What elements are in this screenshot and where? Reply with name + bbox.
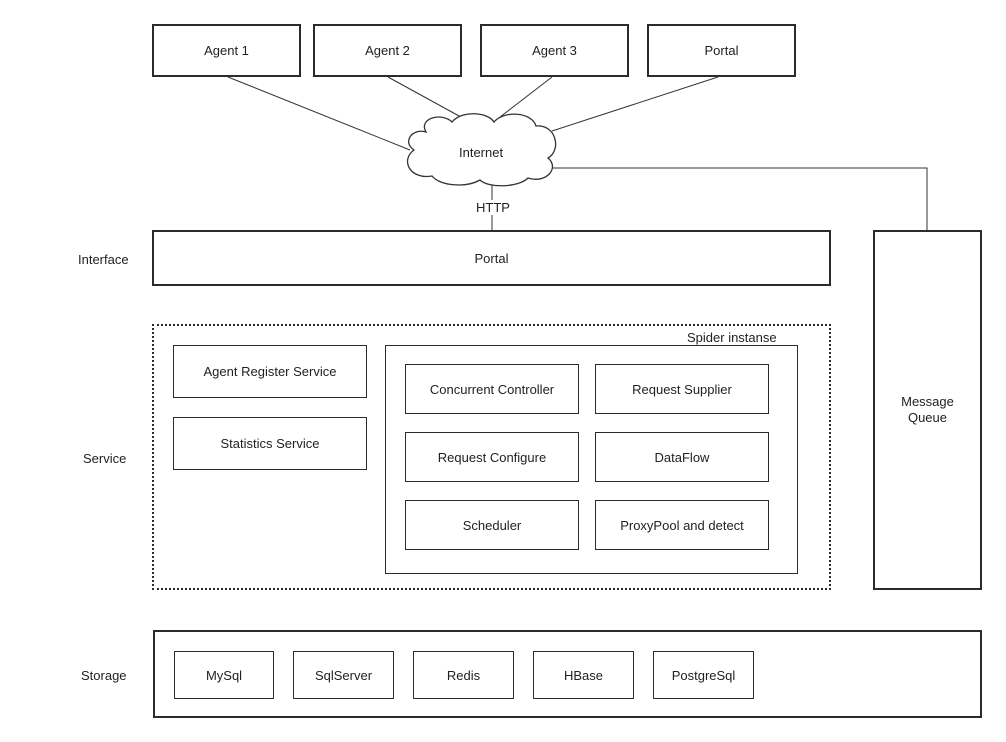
http-label: HTTP [475, 200, 511, 215]
redis-label: Redis [446, 667, 481, 683]
spider-instance-title: Spider instanse [687, 330, 777, 345]
interface-portal-label: Portal [474, 250, 509, 266]
agent-register-service-box: Agent Register Service [173, 345, 367, 398]
proxypool-box: ProxyPool and detect [595, 500, 769, 550]
request-supplier-label: Request Supplier [632, 381, 732, 397]
agent-3-box: Agent 3 [480, 24, 629, 77]
sqlserver-label: SqlServer [314, 667, 373, 683]
request-configure-box: Request Configure [405, 432, 579, 482]
line-agent2-internet [387, 76, 471, 123]
sqlserver-box: SqlServer [293, 651, 394, 699]
concurrent-controller-box: Concurrent Controller [405, 364, 579, 414]
agent-1-label: Agent 1 [204, 43, 249, 58]
statistics-service-label: Statistics Service [220, 436, 320, 451]
postgresql-box: PostgreSql [653, 651, 754, 699]
redis-box: Redis [413, 651, 514, 699]
message-queue-box: Message Queue [873, 230, 982, 590]
agent-1-box: Agent 1 [152, 24, 301, 77]
agent-2-box: Agent 2 [313, 24, 462, 77]
mysql-box: MySql [174, 651, 274, 699]
agent-3-label: Agent 3 [532, 43, 577, 58]
internet-cloud-shape [407, 113, 557, 187]
layer-label-storage: Storage [81, 668, 127, 683]
top-portal-box: Portal [647, 24, 796, 77]
hbase-label: HBase [563, 667, 604, 683]
mysql-label: MySql [205, 667, 243, 683]
message-queue-label-line2: Queue [907, 410, 948, 425]
line-internet-message-queue [553, 167, 928, 230]
service-layer-boundary [152, 324, 831, 590]
scheduler-label: Scheduler [462, 517, 522, 533]
dataflow-label: DataFlow [654, 449, 710, 465]
concurrent-controller-label: Concurrent Controller [429, 381, 555, 397]
top-portal-label: Portal [704, 43, 739, 58]
message-queue-label-line1: Message [901, 394, 954, 409]
request-supplier-box: Request Supplier [595, 364, 769, 414]
request-configure-label: Request Configure [437, 449, 547, 465]
scheduler-box: Scheduler [405, 500, 579, 550]
agent-2-label: Agent 2 [365, 43, 410, 58]
line-portal-internet [551, 76, 719, 132]
internet-label: Internet [459, 145, 504, 160]
line-agent1-internet [227, 76, 411, 151]
agent-register-service-label: Agent Register Service [203, 364, 337, 379]
dataflow-box: DataFlow [595, 432, 769, 482]
statistics-service-box: Statistics Service [173, 417, 367, 470]
layer-label-service: Service [83, 451, 127, 466]
interface-portal-box: Portal [152, 230, 831, 286]
hbase-box: HBase [533, 651, 634, 699]
proxypool-label: ProxyPool and detect [620, 517, 744, 533]
line-agent3-internet [499, 76, 553, 118]
postgresql-label: PostgreSql [671, 667, 736, 683]
layer-label-interface: Interface [78, 252, 129, 267]
